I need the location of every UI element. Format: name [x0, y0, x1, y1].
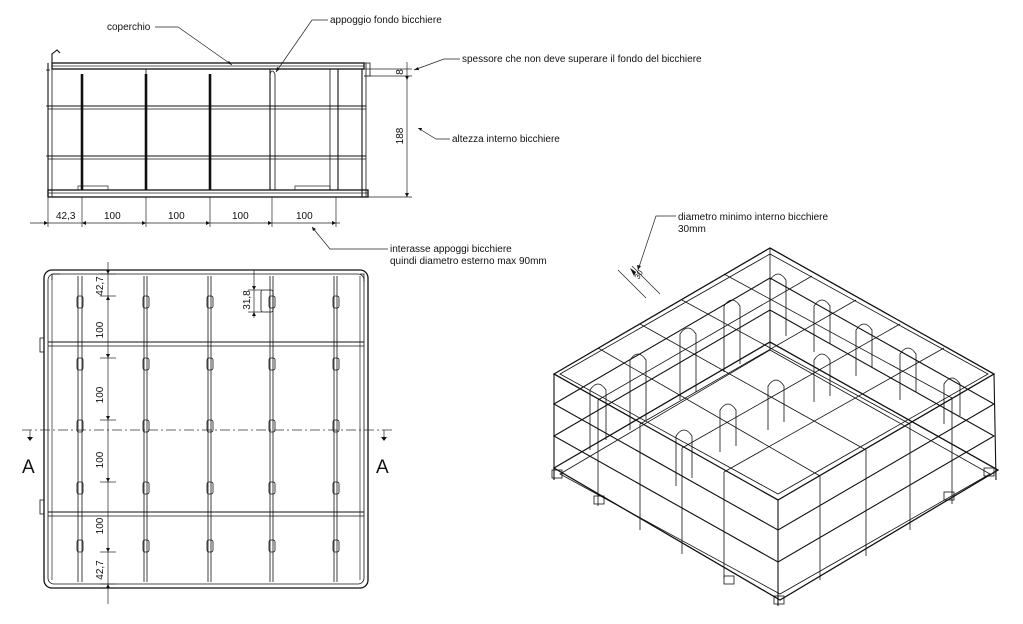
dim-8: 8 — [395, 69, 406, 75]
label-interasse-1: interasse appoggi bicchiere — [390, 244, 512, 255]
section-label-left: A — [22, 457, 35, 478]
dim-plan-31-8: 31,8 — [242, 290, 253, 310]
dim-pitch-4: 100 — [296, 211, 313, 222]
label-diametro-1: diametro minimo interno bicchiere — [678, 212, 829, 223]
front-view — [46, 49, 371, 198]
dim-188: 188 — [395, 127, 406, 144]
dim-iso-30: 30 — [633, 268, 646, 281]
dim-plan-pitch-1: 100 — [95, 321, 106, 338]
iso-labels: diametro minimo interno bicchiere 30mm — [637, 212, 829, 271]
dim-plan-pitch-3: 100 — [95, 451, 106, 468]
front-dimensions: 8 188 42,3 100 100 100 100 — [30, 62, 412, 227]
label-spessore: spessore che non deve superare il fondo … — [462, 54, 702, 65]
label-altezza: altezza interno bicchiere — [452, 134, 560, 145]
dim-plan-42-7-bottom: 42,7 — [95, 560, 106, 580]
label-coperchio: coperchio — [107, 22, 151, 33]
dim-plan-pitch-4: 100 — [95, 517, 106, 534]
dim-plan-42-7-top: 42,7 — [95, 276, 106, 296]
plan-frame — [43, 269, 369, 589]
dim-pitch-2: 100 — [168, 211, 185, 222]
front-labels: coperchio appoggio fondo bicchiere spess… — [107, 15, 702, 267]
dim-pitch-1: 100 — [104, 211, 121, 222]
label-interasse-2: quindi diametro esterno max 90mm — [390, 256, 547, 267]
dim-42-3: 42,3 — [56, 211, 76, 222]
plan-view: A A — [22, 269, 392, 589]
dim-pitch-3: 100 — [232, 211, 249, 222]
section-label-right: A — [376, 457, 389, 478]
label-appoggio: appoggio fondo bicchiere — [330, 15, 442, 26]
isometric-view: 30 — [551, 247, 1000, 606]
label-diametro-2: 30mm — [678, 224, 706, 235]
plan-dimensions: 42,7 100 100 100 100 42,7 31,8 — [95, 262, 274, 604]
dim-plan-pitch-2: 100 — [95, 386, 106, 403]
